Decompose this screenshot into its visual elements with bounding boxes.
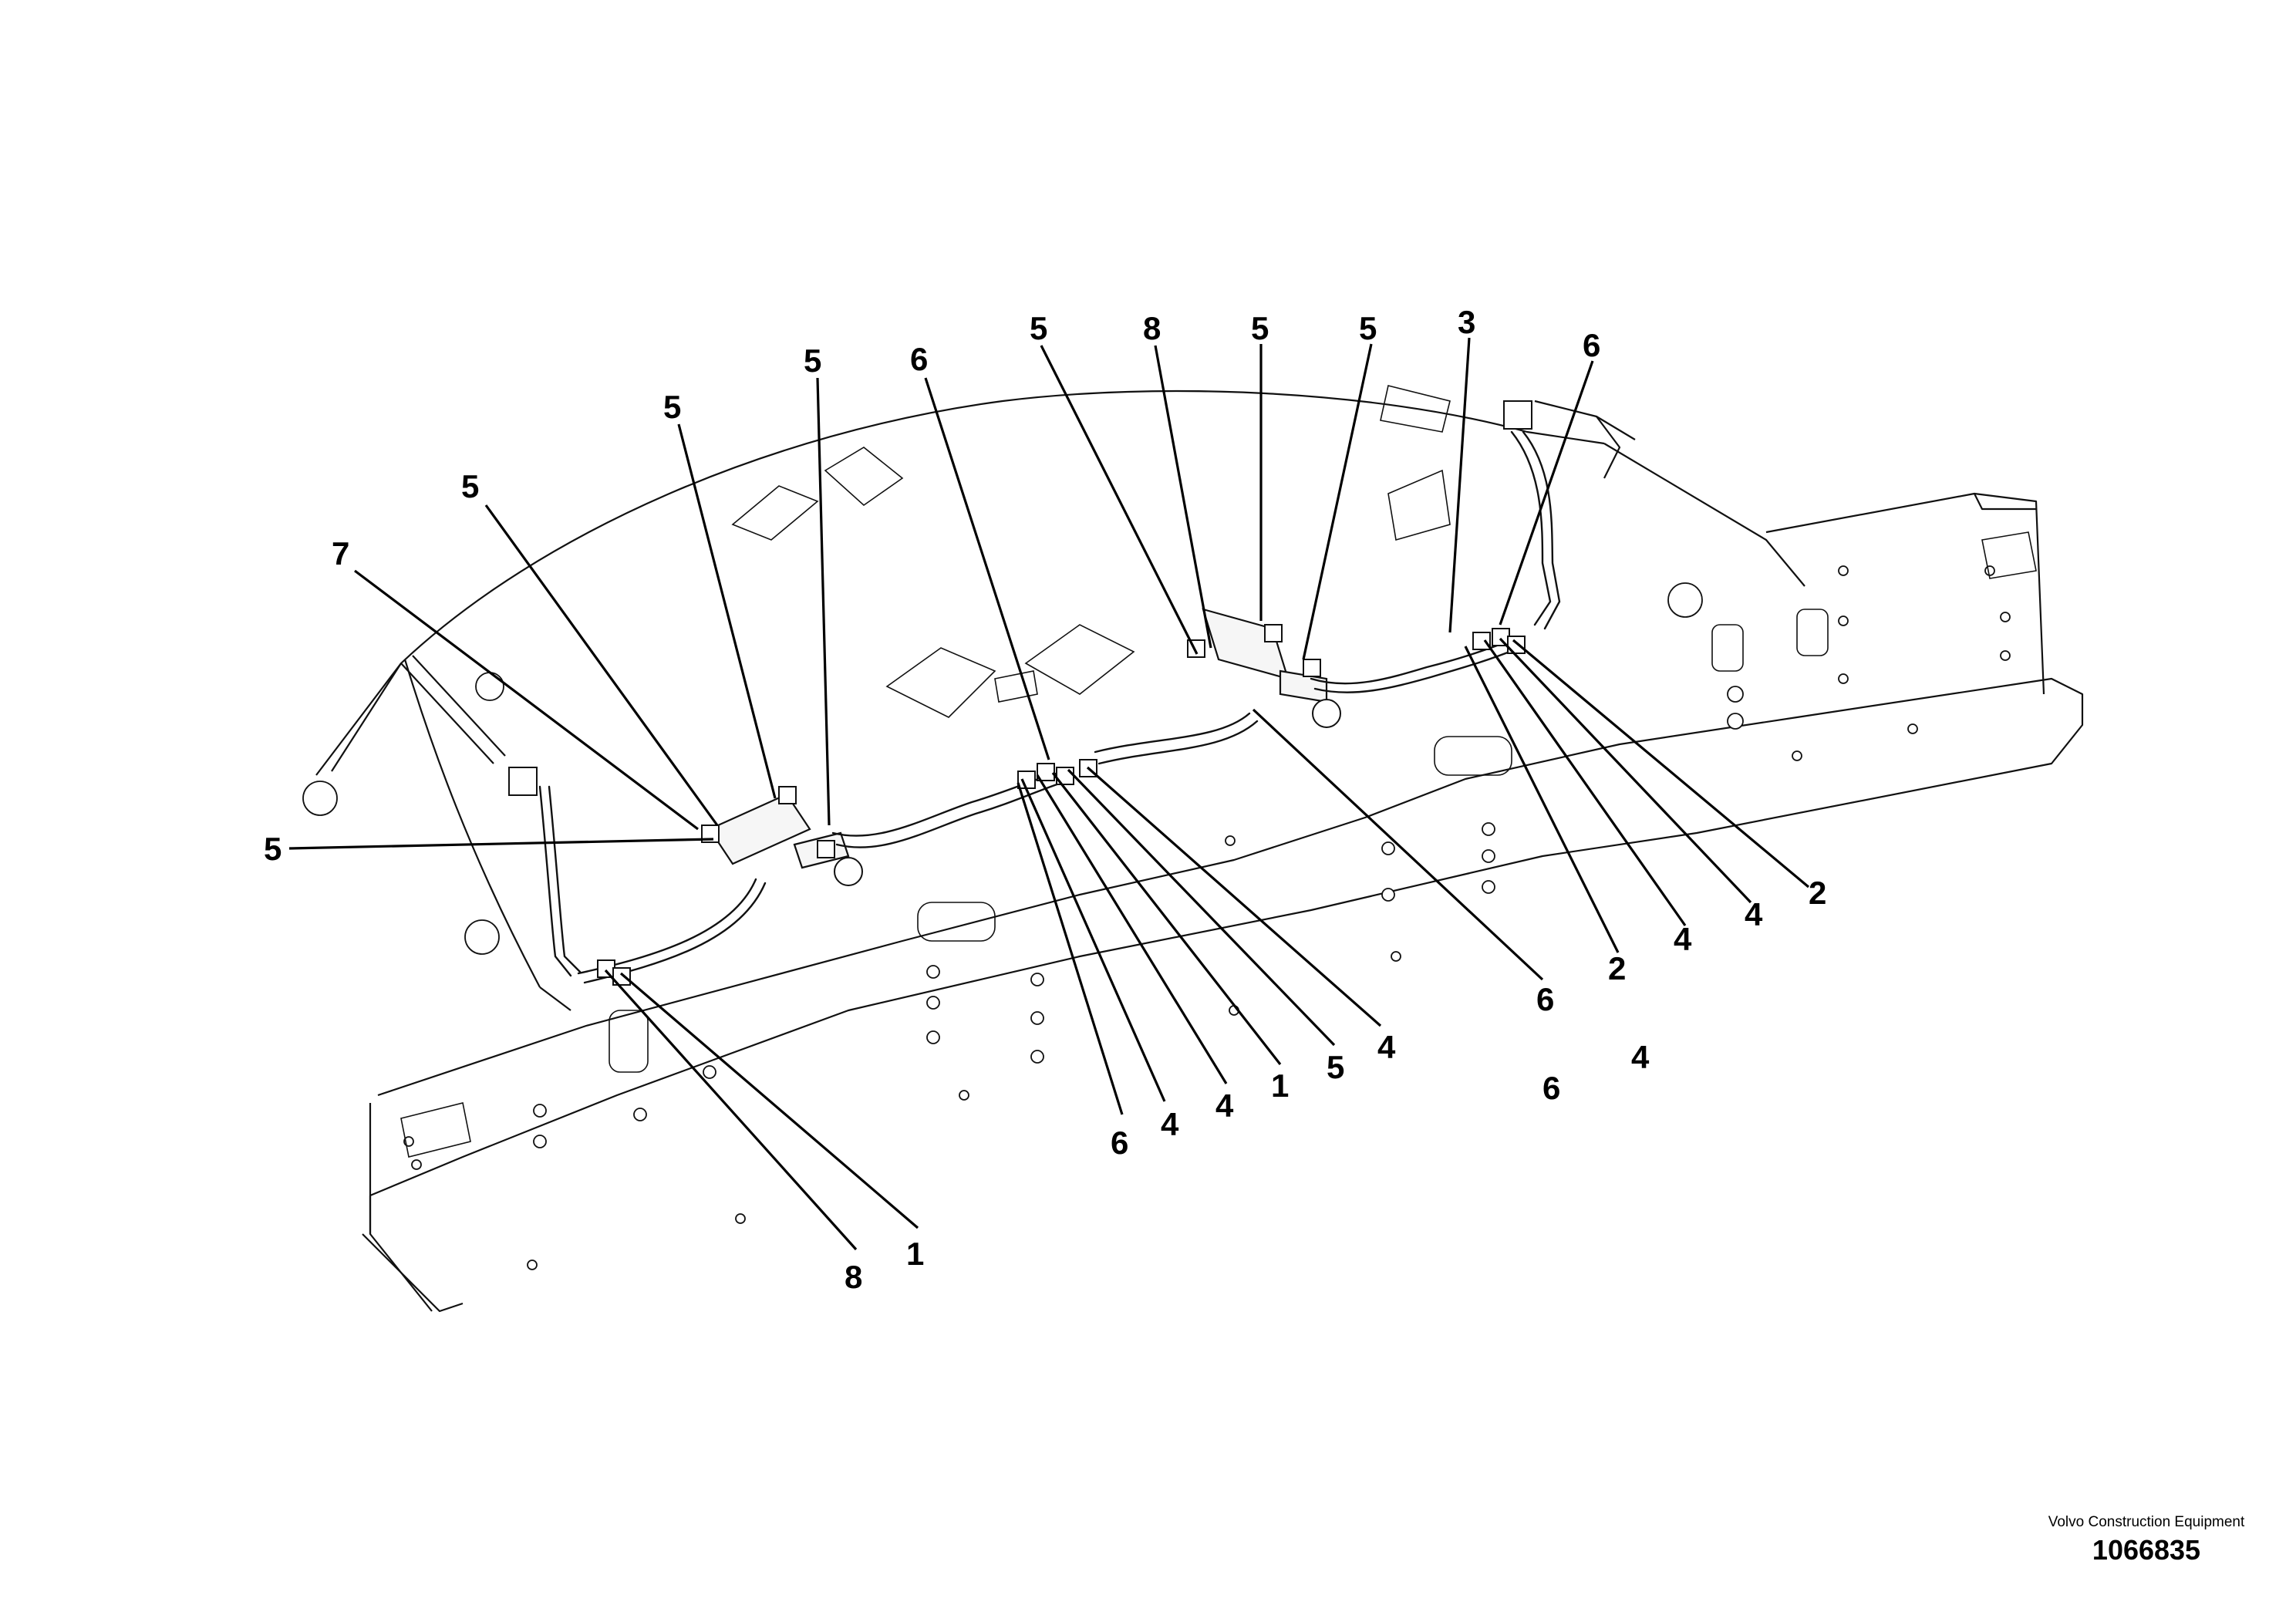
- callout: 4: [1745, 896, 1763, 932]
- callout: 5: [264, 831, 282, 867]
- callout: 4: [1161, 1106, 1179, 1142]
- callout: 6: [1536, 981, 1554, 1017]
- callout: 5: [1359, 310, 1377, 346]
- hydraulic-hoses: [508, 400, 1561, 984]
- callout: 5: [804, 342, 821, 379]
- callout: 8: [1143, 310, 1161, 346]
- leader-lines: [288, 337, 1810, 1251]
- callout: 6: [1111, 1125, 1128, 1161]
- drawing-number: 1066835: [2092, 1534, 2201, 1566]
- callout: 6: [1542, 1070, 1560, 1106]
- callout: 7: [332, 535, 349, 572]
- callout: 2: [1809, 875, 1826, 911]
- callout: 5: [461, 468, 479, 504]
- callout: 5: [1327, 1049, 1344, 1085]
- callout-labels: 5 8 5 5 3 6 6 5 5 5 7 5 2 4 4 2 6 4 5 1 …: [264, 304, 1826, 1295]
- callout: 6: [1583, 327, 1600, 363]
- hose-fittings: [597, 624, 1526, 986]
- callout: 3: [1458, 304, 1475, 340]
- callout: 8: [845, 1259, 862, 1295]
- callout: 5: [1030, 310, 1047, 346]
- callout: 2: [1608, 950, 1626, 986]
- footer-brand-block: Volvo Construction Equipment 1066835: [2046, 1513, 2247, 1566]
- callout: 4: [1215, 1088, 1234, 1124]
- callout: 1: [1271, 1067, 1289, 1104]
- callout: 5: [1251, 310, 1269, 346]
- callout: 4: [1631, 1039, 1650, 1075]
- callout: 6: [910, 341, 928, 377]
- callout: 4: [1377, 1029, 1396, 1065]
- callout: 5: [663, 389, 681, 425]
- callout: 1: [906, 1236, 924, 1272]
- frame-drawing: [302, 385, 2084, 1313]
- callout: 4: [1674, 921, 1692, 957]
- brand-name: Volvo Construction Equipment: [2048, 1514, 2245, 1530]
